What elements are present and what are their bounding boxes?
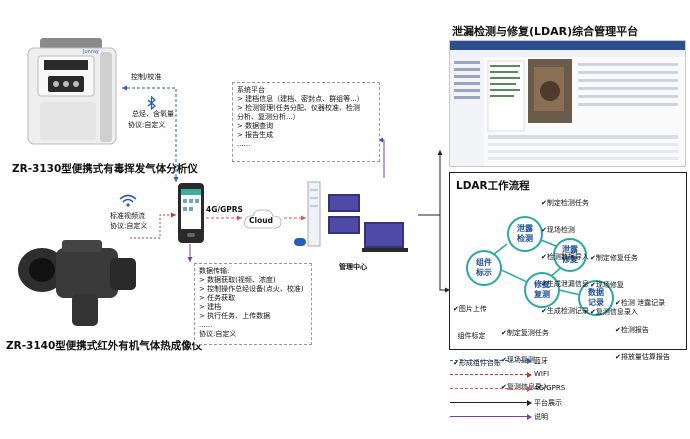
legend-arrowheads (527, 358, 532, 420)
data-line-2: > 任务获取 (199, 294, 236, 302)
management-center-label: 管理中心 (339, 263, 367, 271)
data-line-3: > 建档 (199, 303, 222, 311)
workflow-title: LDAR工作流程 (456, 180, 530, 192)
handheld-terminal (178, 183, 204, 243)
retest-item-0: ✔制定复测任务 (501, 329, 549, 337)
network-label: 4G/GPRS (206, 205, 243, 214)
node-leak-detect-label: 泄露 检测 (517, 224, 533, 243)
node-data-record: 数据 记录 (578, 280, 614, 316)
legend-4g-label: 4G/GPRS (534, 384, 566, 392)
detect-list: ✔制定检测任务 ✔现场检测 ✔检测数据导入 ✔生成泄漏信息 ✔生成检测记录 (541, 181, 589, 325)
component-item-2: ✔形成组件台账 (453, 359, 501, 367)
node-leak-repair-label: 泄露 修复 (562, 245, 578, 264)
data-transfer-box: 数据传输: > 数据获取(视频、浓度) > 控制操作总经设备(点火、校准) > … (194, 263, 312, 345)
detect-item-3: ✔生成泄漏信息 (541, 280, 589, 288)
record-item-1: ✔检测报告 (615, 326, 649, 334)
system-line-1: > 检测管理(任务分配、仪器校准、检测 (237, 104, 360, 112)
data-line-4: > 执行任务、上传数据 (199, 312, 271, 320)
system-line-2: 分析、复测分析...） (237, 113, 300, 121)
analyzer-brand: Junray (83, 49, 99, 55)
system-title: 系统平台 (237, 86, 265, 94)
legend-note-label: 说明 (534, 413, 548, 421)
analyzer-proto-1: 总烃、含氧量 (132, 110, 174, 118)
data-line-1: > 控制操作总经设备(点火、校准) (199, 285, 304, 293)
wifi-icon (118, 193, 138, 212)
system-line-3: > 数据查询 (237, 122, 274, 130)
platform-title: 泄漏检测与修复(LDAR)综合管理平台 (452, 25, 639, 38)
control-label: 控制/校准 (131, 73, 162, 81)
video-label-1: 标准视频流 (110, 212, 145, 220)
management-center-icon (292, 180, 412, 258)
bluetooth-icon (147, 95, 157, 114)
repair-item-2: ✔复测信息录入 (590, 308, 638, 316)
repair-item-0: ✔制定修复任务 (590, 254, 638, 262)
detect-item-4: ✔生成检测记录 (541, 307, 589, 315)
legend-4g: 4G/GPRS (450, 383, 690, 395)
system-line-5: ...... (237, 140, 251, 148)
legend-platform-line (450, 402, 528, 403)
retest-item-2: ✔复测信息录入 (501, 383, 549, 391)
legend-wifi-label: WIFI (534, 370, 550, 378)
record-list: ✔检测 泄露记录 ✔检测报告 ✔排放量估算报告 (615, 281, 670, 371)
node-component-label: 组件 标示 (476, 258, 492, 277)
legend-platform-label: 平台展示 (534, 399, 562, 407)
legend-bluetooth-line (450, 360, 528, 361)
platform-screenshot (449, 40, 686, 167)
node-repair-retest-label: 修复 复测 (534, 280, 550, 299)
node-leak-repair: 泄露 修复 (553, 238, 587, 272)
component-list: ✔图片上传 组件标定 ✔形成组件台账 (453, 287, 501, 377)
legend-note-line (450, 416, 528, 417)
detect-item-2: ✔检测数据导入 (541, 253, 589, 261)
detect-item-0: ✔制定检测任务 (541, 199, 589, 207)
legend-bluetooth: 蓝牙 (450, 355, 690, 367)
system-platform-box: 系统平台 > 建档信息（建档、密封点、群组等...） > 检测管理(任务分配、仪… (232, 82, 380, 162)
analyzer-proto-2: 协议:自定义 (128, 121, 166, 129)
record-item-0: ✔检测 泄露记录 (615, 299, 666, 307)
data-line-5: ...... (199, 321, 213, 329)
legend-note: 说明 (450, 411, 690, 423)
detect-item-1: ✔现场检测 (541, 226, 575, 234)
legend-bluetooth-label: 蓝牙 (534, 357, 548, 365)
system-line-4: > 报告生成 (237, 131, 274, 139)
node-repair-retest: 修复 复测 (524, 272, 560, 308)
data-line-0: > 数据获取(视频、浓度) (199, 276, 276, 284)
node-data-record-label: 数据 记录 (588, 288, 604, 307)
analyzer-label: ZR-3130型便携式有毒挥发气体分析仪 (12, 163, 198, 175)
analyzer-device (20, 38, 120, 148)
data-title: 数据传输: (199, 267, 230, 275)
repair-item-1: ✔现场修复 (590, 281, 624, 289)
legend-wifi: WIFI (450, 369, 690, 381)
record-item-2: ✔排放量估算报告 (615, 353, 670, 361)
system-line-0: > 建档信息（建档、密封点、群组等...） (237, 95, 364, 103)
legend-platform: 平台展示 (450, 397, 690, 409)
component-item-1: 组件标定 (453, 332, 486, 340)
data-line-6: 协议:自定义 (199, 330, 237, 338)
video-label-2: 协议:自定义 (110, 222, 148, 230)
cloud-label: Cloud (249, 216, 273, 225)
thermal-camera-device (12, 232, 142, 332)
cloud-shape (243, 208, 283, 234)
component-item-0: ✔图片上传 (453, 305, 487, 313)
node-component: 组件 标示 (466, 250, 502, 286)
legend-wifi-line (450, 374, 528, 375)
legend-4g-line (450, 388, 528, 389)
repair-list: ✔制定修复任务 ✔现场修复 ✔复测信息录入 (590, 236, 638, 326)
camera-label: ZR-3140型便携式红外有机气体热成像仪 (6, 340, 203, 352)
node-leak-detect: 泄露 检测 (507, 216, 543, 252)
